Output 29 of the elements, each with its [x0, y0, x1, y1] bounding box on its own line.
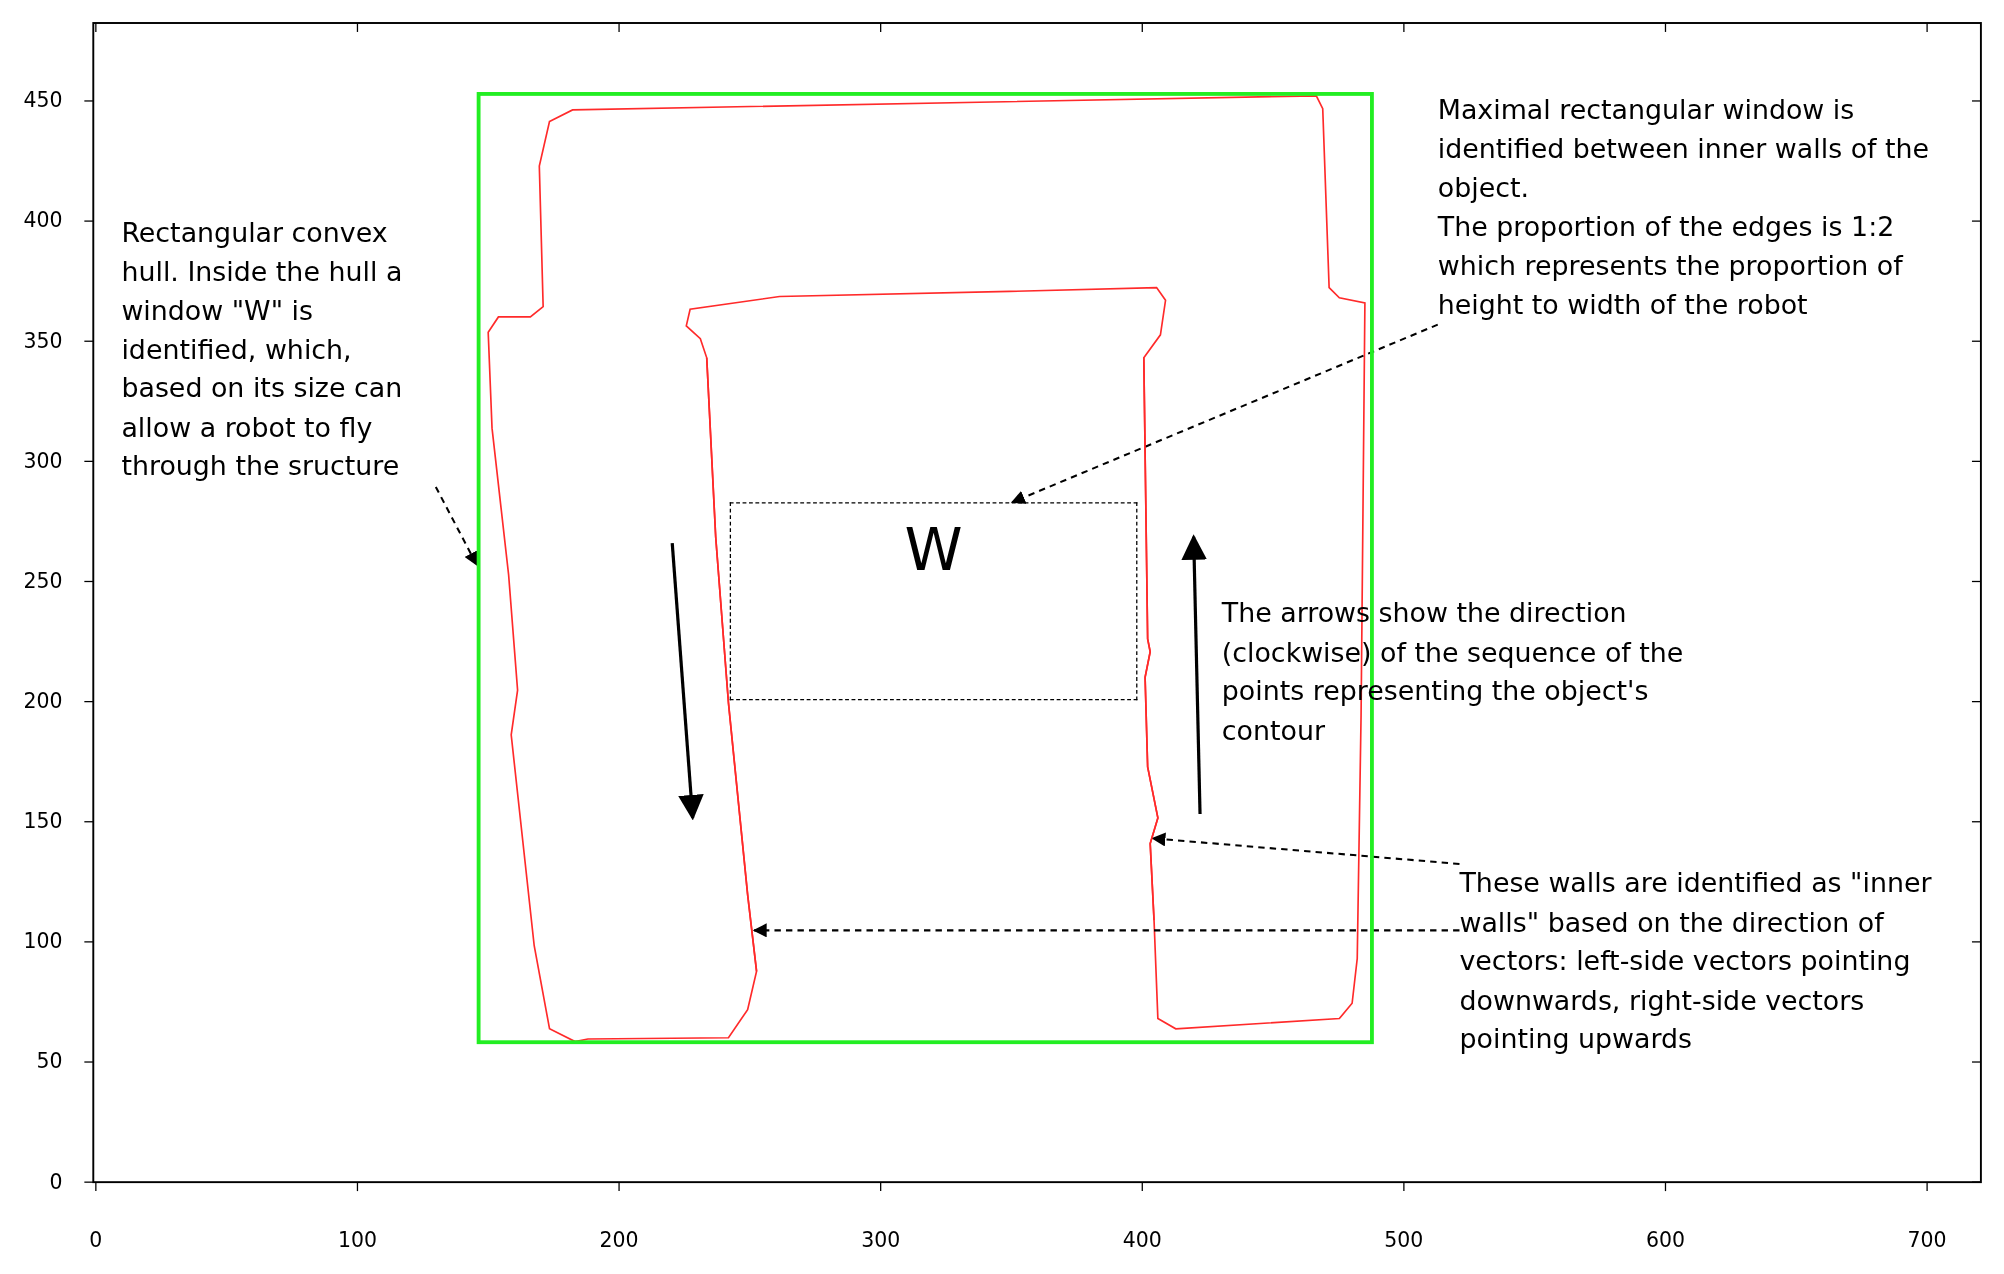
axis-tick-label: 600	[1644, 1229, 1686, 1253]
axis-tick-label: 0	[88, 1229, 104, 1253]
axis-tick-label: 450	[23, 89, 63, 113]
axis-tick-label: 400	[1121, 1229, 1163, 1253]
axis-tick-label: 500	[1383, 1229, 1425, 1253]
leader-line	[434, 486, 478, 567]
axis-tick-label: 350	[23, 329, 63, 353]
window-box: W	[729, 502, 1138, 701]
leader-line	[752, 923, 1460, 938]
annotation-text: These walls are identified as "inner walls" based on the direction of vectors: left-side vectors pointing downwards, right-side vectors pointing upwards	[1459, 863, 1952, 1059]
axis-tick-label: 250	[23, 570, 63, 593]
annotation-text: Maximal rectangular window is identified between inner walls of the object.	[1437, 93, 1931, 206]
axis-tick-label: 300	[860, 1229, 902, 1253]
axis-tick-label: 0	[49, 1170, 63, 1194]
axis-tick-label: 200	[598, 1229, 640, 1253]
axis-tick-label: 700	[1906, 1229, 1948, 1253]
annotation-text: The proportion of the edges is 1:2 which represents the proportion of height to width of the robot	[1437, 210, 1905, 323]
axis-tick-label: 200	[23, 690, 63, 714]
axis-tick-label: 100	[336, 1229, 378, 1253]
leader-line	[1151, 832, 1460, 865]
annotation-text: Rectangular convex hull. Inside the hull a window "W" is identified, which, based on its size can allow a robot to fly through the sructure	[121, 213, 436, 487]
inner-wall-line	[1143, 357, 1159, 921]
axis-tick-label: 150	[23, 810, 63, 834]
axis-tick-label: 400	[23, 209, 63, 233]
axis-tick-label: 100	[23, 930, 63, 954]
inner-wall-line	[705, 357, 758, 973]
axis-tick-label: 300	[23, 449, 63, 473]
leader-line	[1010, 323, 1439, 504]
axis-tick-label: 50	[36, 1050, 63, 1074]
